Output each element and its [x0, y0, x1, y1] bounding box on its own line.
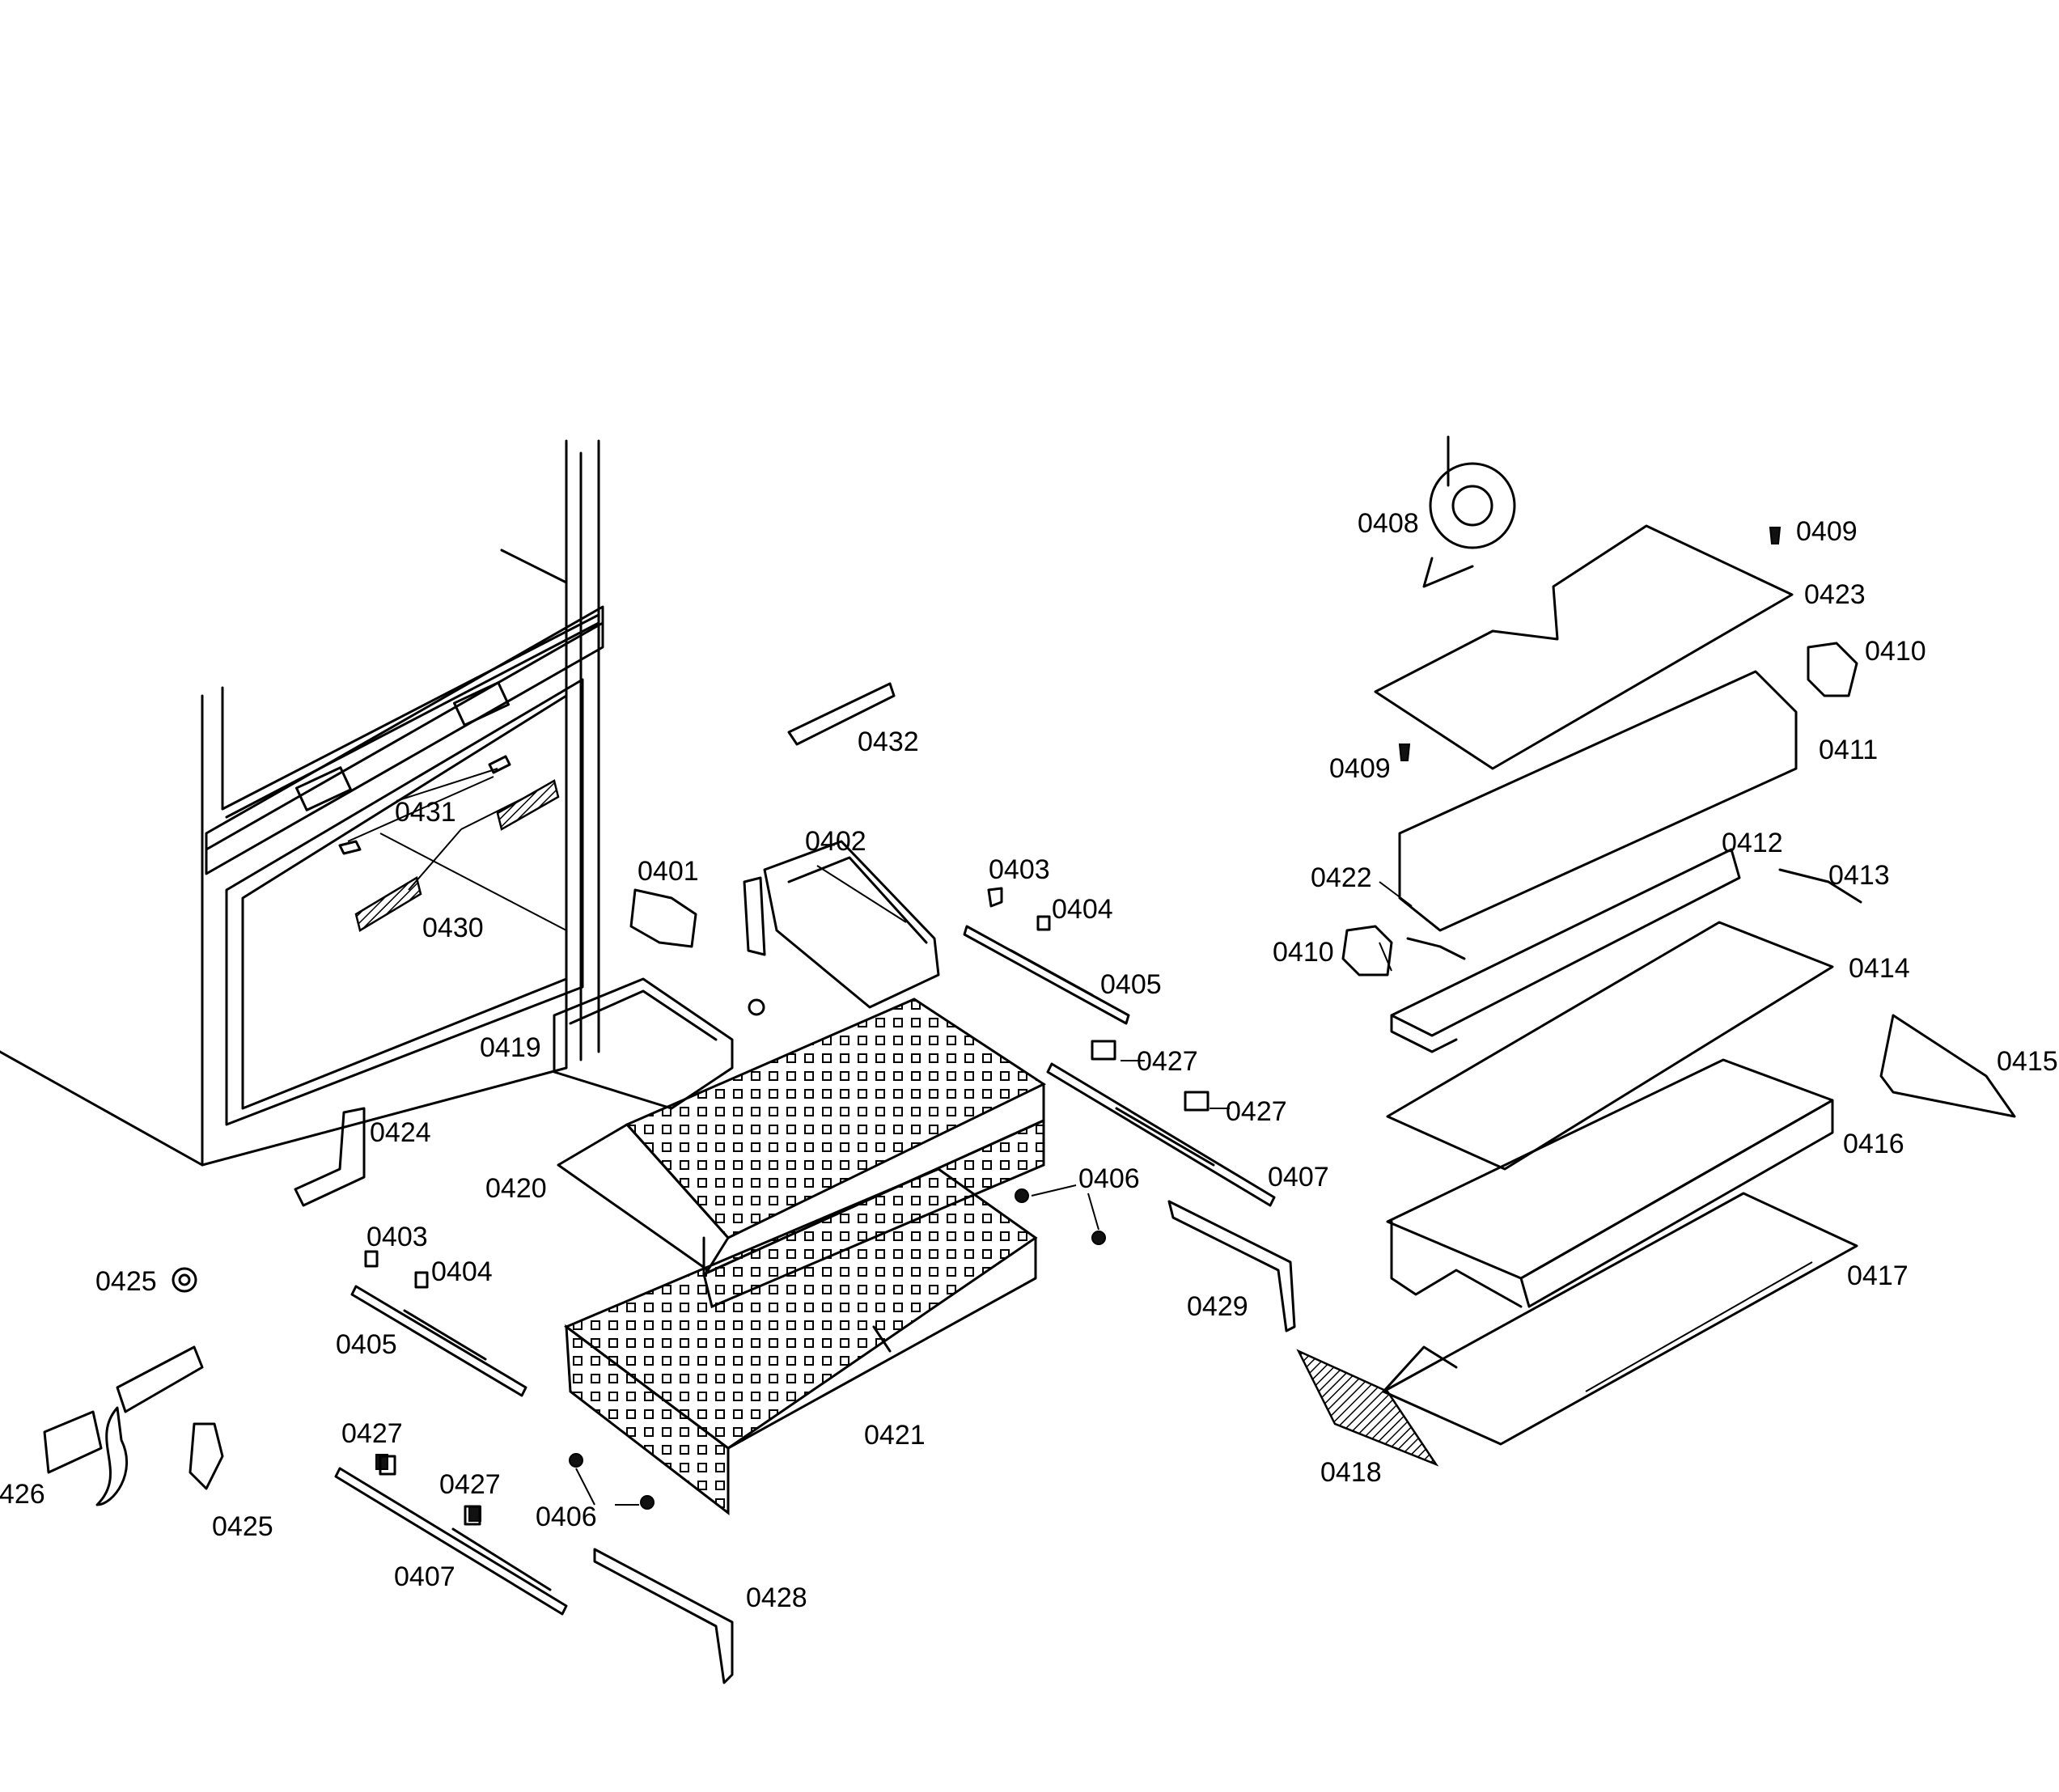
- part-0429: [1167, 1200, 1296, 1332]
- grommet-0425: [172, 1267, 197, 1293]
- part-0418: [1296, 1349, 1439, 1467]
- cover-0423: [1374, 524, 1794, 770]
- label-0411: 0411: [1819, 735, 1879, 765]
- label-0402: 0402: [805, 826, 866, 857]
- drip-tray-0414: [1386, 921, 1834, 1171]
- label-0407-left: 0407: [394, 1561, 455, 1592]
- label-0404-left: 0404: [431, 1256, 493, 1287]
- bracket-0424: [294, 1107, 366, 1207]
- label-0409-top: 0409: [1796, 516, 1858, 547]
- label-0424: 0424: [370, 1117, 431, 1148]
- hinge-0425b: [189, 1422, 224, 1490]
- label-0401: 0401: [638, 856, 699, 887]
- label-0409-mid: 0409: [1329, 753, 1391, 784]
- label-0427-b: 0427: [1226, 1096, 1287, 1127]
- fan-0408: [1422, 435, 1516, 588]
- bin-0419: [553, 977, 734, 1110]
- rail-0407b: [1046, 1062, 1276, 1207]
- label-0426: 0426: [0, 1479, 45, 1510]
- label-0427-c: 0427: [341, 1418, 403, 1449]
- part-0401: [629, 888, 697, 948]
- label-0405-right: 0405: [1100, 969, 1162, 1000]
- cover-0416: [1386, 1058, 1834, 1308]
- hinge-0426: [116, 1345, 204, 1413]
- label-0406-right: 0406: [1078, 1163, 1140, 1194]
- cabinet: [0, 439, 604, 1167]
- label-0412: 0412: [1722, 828, 1783, 858]
- label-0425-top: 0425: [95, 1266, 157, 1297]
- label-0405-left: 0405: [336, 1329, 397, 1360]
- label-0422: 0422: [1311, 862, 1372, 893]
- label-0425-bottom: 0425: [212, 1511, 273, 1542]
- label-0414: 0414: [1849, 953, 1910, 984]
- label-0410-mid: 0410: [1273, 937, 1334, 968]
- label-0431: 0431: [395, 797, 456, 828]
- label-0427-a: 0427: [1137, 1046, 1198, 1077]
- label-0420: 0420: [485, 1173, 547, 1204]
- label-0421: 0421: [864, 1420, 926, 1451]
- part-0432: [787, 682, 896, 746]
- sensor-0413: [1778, 868, 1862, 904]
- clip-0410b: [1341, 925, 1393, 976]
- label-0407-right: 0407: [1268, 1162, 1329, 1193]
- label-0429: 0429: [1187, 1291, 1248, 1322]
- label-0413: 0413: [1828, 860, 1890, 891]
- label-0428: 0428: [746, 1582, 807, 1613]
- label-0432: 0432: [858, 727, 919, 757]
- label-0403-left: 0403: [366, 1222, 428, 1252]
- tray-0412: [1390, 848, 1741, 1037]
- rail-0407a: [334, 1467, 568, 1616]
- plate-0417: [1382, 1192, 1858, 1446]
- clip-0410a: [1807, 642, 1858, 697]
- label-0415: 0415: [1997, 1046, 2058, 1077]
- label-0430: 0430: [422, 913, 484, 943]
- rail-0405a: [350, 1285, 527, 1397]
- label-0406-left: 0406: [536, 1502, 597, 1532]
- label-0427-d: 0427: [439, 1469, 501, 1500]
- rail-0428: [593, 1548, 734, 1684]
- label-0419: 0419: [480, 1032, 541, 1063]
- basket-0421: [564, 1167, 1038, 1516]
- icemaker-0402: [743, 840, 940, 1016]
- evaporator-0411: [1398, 670, 1798, 932]
- label-0410-top: 0410: [1865, 636, 1926, 667]
- label-0417: 0417: [1847, 1260, 1909, 1291]
- label-0403-right: 0403: [989, 854, 1050, 885]
- sensor-0422: [1406, 937, 1466, 960]
- bracket-0415: [1879, 1014, 2016, 1118]
- label-0408: 0408: [1358, 508, 1419, 539]
- label-0418: 0418: [1320, 1457, 1382, 1488]
- label-0423: 0423: [1804, 579, 1866, 610]
- label-0416: 0416: [1843, 1129, 1904, 1159]
- label-0404-right: 0404: [1052, 894, 1113, 925]
